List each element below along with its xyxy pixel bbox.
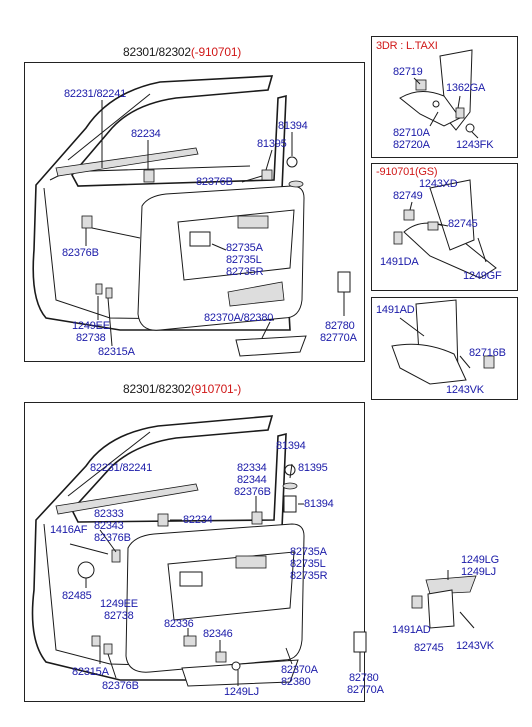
label-clip-82376b-left: 82376B (62, 247, 99, 259)
label-b-82780: 82780 (349, 672, 379, 684)
label-grip-82780: 82780 (325, 320, 355, 332)
label-b-82344: 82344 (237, 474, 267, 486)
label-screw-82738: 82738 (76, 332, 106, 344)
label-weatherstrip: 82231/82241 (64, 88, 127, 100)
label-screw-1249ee: 1249EE (72, 320, 110, 332)
label-pocket: 82370A/82380 (204, 312, 274, 324)
label-b-81395: 81395 (298, 462, 328, 474)
label-trim-82735l: 82735L (226, 254, 262, 266)
label-b-weatherstrip: 82231/82241 (90, 462, 153, 474)
bottom-weatherstrip (55, 483, 199, 515)
bottom-panel-title: 82301/82302(910701-) (123, 382, 242, 396)
label-fastener-81394: 81394 (278, 120, 308, 132)
taxi-panel-title: 3DR : L.TAXI (376, 40, 438, 52)
label-b-82333: 82333 (94, 508, 124, 520)
label-b-82376b-top: 82376B (234, 486, 271, 498)
label-b-82376b-mid: 82376B (94, 532, 131, 544)
label-screw-82315a: 82315A (98, 346, 135, 358)
label-taxi-82720a: 82720A (393, 139, 430, 151)
label-b-1243vk: 1243VK (456, 640, 494, 652)
label-b-1416af: 1416AF (50, 524, 88, 536)
label-b-82334: 82334 (237, 462, 267, 474)
label-taxi-1243fk: 1243FK (456, 139, 494, 151)
label-b-82315a: 82315A (72, 666, 109, 678)
label-b-82735a: 82735A (290, 546, 327, 558)
label-taxi-82719: 82719 (393, 66, 423, 78)
label-b-1249lj-arm: 1249LJ (461, 566, 496, 578)
top-trim-panel (137, 185, 307, 357)
label-b-82370a: 82370A (281, 664, 318, 676)
label-b-82376b-bottom: 82376B (102, 680, 139, 692)
label-b-82485: 82485 (62, 590, 92, 602)
label-small-1243vk: 1243VK (446, 384, 484, 396)
label-clip-82234: 82234 (131, 128, 161, 140)
taxi-mechanism (399, 49, 479, 139)
label-clip-82376b-right: 82376B (196, 176, 233, 188)
bottom-clips (91, 464, 367, 671)
top-weatherstrip (55, 104, 199, 177)
label-b-82738: 82738 (104, 610, 134, 622)
label-gs-82745: 82745 (448, 218, 478, 230)
top-clips (81, 156, 351, 299)
label-taxi-82710a: 82710A (393, 127, 430, 139)
label-b-82380: 82380 (281, 676, 311, 688)
label-b-82346: 82346 (203, 628, 233, 640)
label-b-82770a: 82770A (347, 684, 384, 696)
label-trim-82735a: 82735A (226, 242, 263, 254)
bottom-arm-bracket (411, 570, 477, 629)
label-b-1249lg: 1249LG (461, 554, 499, 566)
label-b-82336: 82336 (164, 618, 194, 630)
top-panel-title: 82301/82302(-910701) (123, 45, 242, 59)
label-gs-82749: 82749 (393, 190, 423, 202)
gs-mechanism (393, 179, 497, 279)
bottom-trim-panel (77, 523, 305, 687)
label-b-1491ad: 1491AD (392, 624, 431, 636)
gs-panel-title: -910701(GS) (376, 166, 438, 178)
label-b-82234: 82234 (183, 514, 213, 526)
label-b-81394-top: 81394 (276, 440, 306, 452)
label-gs-1249gf: 1249GF (463, 270, 502, 282)
label-b-1249lj: 1249LJ (224, 686, 259, 698)
label-small-82716b: 82716B (469, 347, 506, 359)
top-leader-lines (85, 100, 345, 347)
label-trim-82735r: 82735R (226, 266, 264, 278)
label-small-1491ad: 1491AD (376, 304, 415, 316)
label-fastener-81395: 81395 (257, 138, 287, 150)
label-gs-1491da: 1491DA (380, 256, 419, 268)
label-b-82735l: 82735L (290, 558, 326, 570)
label-b-81394-mid: 81394 (304, 498, 334, 510)
label-b-82343: 82343 (94, 520, 124, 532)
label-b-82745: 82745 (414, 642, 444, 654)
label-taxi-1362ga: 1362GA (446, 82, 486, 94)
label-gs-1243xd: 1243XD (419, 178, 458, 190)
label-b-1249ee: 1249EE (100, 598, 138, 610)
bottom-leader-lines (69, 463, 361, 686)
label-grip-82770a: 82770A (320, 332, 357, 344)
label-b-82735r: 82735R (290, 570, 328, 582)
small-mechanism (391, 299, 495, 385)
